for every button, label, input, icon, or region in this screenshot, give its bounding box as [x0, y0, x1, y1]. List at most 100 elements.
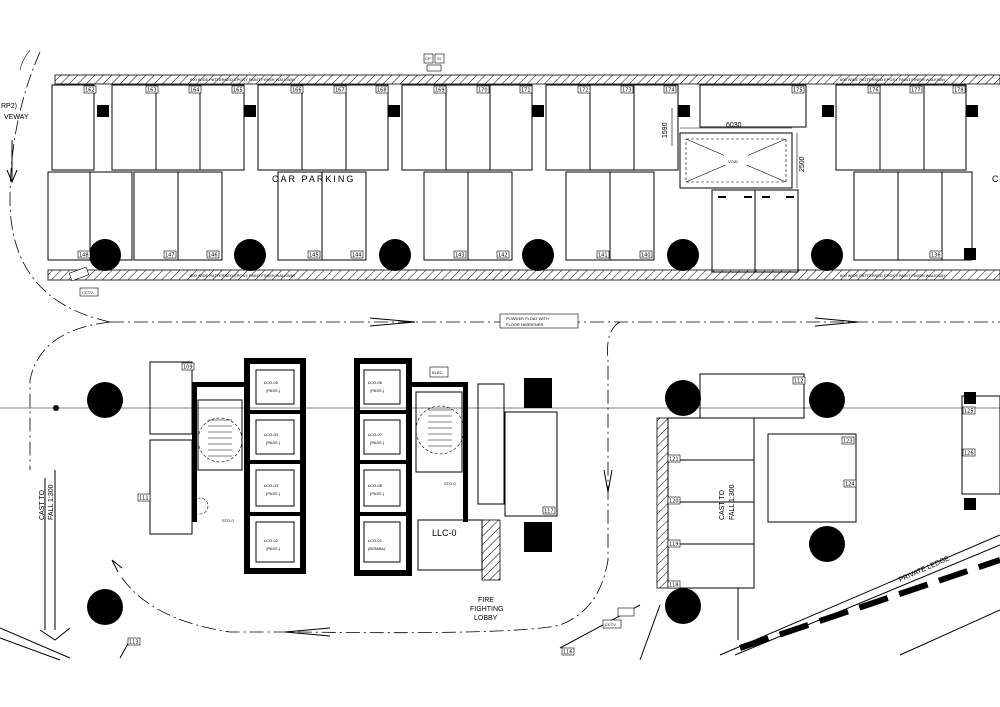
- lift-lco04-id: LCO-04: [264, 432, 279, 437]
- bay-tags-lower: 109 111 112 113 116 117 118 119 120 121 …: [127, 362, 976, 656]
- lift-lco07-type: (PASS.): [370, 440, 385, 445]
- walkway-top-label: 600 WIDE PATTERNED EPOXY PAINT FINISH WA…: [190, 77, 296, 82]
- svg-text:118: 118: [669, 583, 679, 589]
- svg-text:113: 113: [129, 640, 139, 646]
- svg-text:145: 145: [309, 253, 319, 259]
- lift-core-left: [191, 358, 306, 574]
- svg-text:170: 170: [478, 88, 488, 94]
- svg-text:119: 119: [669, 542, 679, 548]
- circulation-route: [29, 317, 1000, 637]
- cctv-right-label: CCTV: [605, 622, 616, 627]
- svg-text:124: 124: [845, 482, 855, 488]
- llc0-label: LLC-0: [432, 528, 457, 538]
- dim-6030: 6030: [726, 122, 742, 129]
- sto-left-label: STO-0: [222, 518, 234, 523]
- svg-text:165: 165: [233, 88, 243, 94]
- bay-markers: [97, 105, 978, 260]
- parking-bays-upper: [51, 84, 967, 171]
- bay-tags-bottom: 148 147 146 145 144 143 142 141 140 136: [77, 250, 943, 259]
- private-ledge: PRIVATE LEDGE: [719, 534, 1000, 656]
- si-tag: SI: [437, 56, 441, 61]
- elec-label: ELEC.: [432, 370, 444, 375]
- svg-text:121: 121: [669, 457, 679, 463]
- svg-text:140: 140: [641, 253, 651, 259]
- cp-si-tags: CP SI: [423, 53, 445, 72]
- lift-lco02-type: (PASS.): [266, 546, 281, 551]
- powder-float-note: POWDER FLOAT WITH FLOOR HARDENER: [499, 313, 579, 329]
- svg-text:144: 144: [352, 253, 362, 259]
- svg-text:172: 172: [579, 88, 589, 94]
- svg-text:111: 111: [139, 496, 149, 502]
- lift-lco05-id: LCO-05: [264, 380, 279, 385]
- lift-lco03-id: LCO-03: [264, 483, 279, 488]
- svg-text:178: 178: [954, 88, 964, 94]
- powder-float-line-2: FLOOR HARDENER: [506, 322, 543, 327]
- bay-tags-top: 162 163 164 165 166 167 168 169 170 171 …: [83, 85, 966, 94]
- svg-text:175: 175: [793, 88, 803, 94]
- svg-text:112: 112: [794, 379, 804, 385]
- svg-text:177: 177: [911, 88, 921, 94]
- lift-lco02-id: LCO-02: [264, 538, 279, 543]
- walkway-bottom: [47, 269, 1000, 281]
- svg-text:141: 141: [598, 253, 608, 259]
- svg-text:109: 109: [183, 365, 193, 371]
- svg-text:123: 123: [843, 439, 853, 445]
- cctv-left: CCTV: [68, 266, 99, 297]
- cast-left-label: CAST TO: [39, 489, 46, 520]
- lift-lco06-type: (PASS.): [370, 388, 385, 393]
- svg-text:120: 120: [669, 499, 679, 505]
- cast-left-label-2: FALL 1:300: [48, 484, 55, 520]
- dim-1590: 1590: [662, 122, 669, 138]
- fire-lobby-line-1: FIRE: [478, 597, 494, 604]
- svg-text:176: 176: [869, 88, 879, 94]
- svg-text:163: 163: [147, 88, 157, 94]
- cast-right-label-2: FALL 1:300: [729, 484, 736, 520]
- fire-lobby-line-2: FIGHTING: [470, 606, 503, 613]
- dim-2500: 2500: [799, 156, 806, 172]
- svg-text:147: 147: [165, 253, 175, 259]
- car-parking-partial: C: [992, 174, 999, 184]
- lift-lco07-id: LCO-07: [368, 432, 383, 437]
- lift-lco06-id: LCO-06: [368, 380, 383, 385]
- svg-text:162: 162: [85, 88, 95, 94]
- columns-lower: [87, 380, 845, 625]
- car-parking-label: CAR PARKING: [272, 174, 355, 184]
- parking-bays-left-lower: [149, 361, 193, 535]
- columns-top: [89, 239, 843, 271]
- svg-text:169: 169: [435, 88, 445, 94]
- hatched-wall-right: [656, 417, 669, 589]
- walkway-top: [54, 74, 1000, 85]
- driveway-label-2: VEWAY: [4, 114, 29, 121]
- lift-lco08-type: (PASS.): [370, 491, 385, 496]
- svg-text:142: 142: [498, 253, 508, 259]
- void-label: VOID: [728, 159, 738, 164]
- lift-lco05-type: (PASS.): [266, 388, 281, 393]
- walkway-bottom-label: 600 WIDE PATTERNED EPOXY PAINT FINISH WA…: [190, 273, 296, 278]
- void-opening: VOID 6030 2500 1590: [662, 108, 806, 273]
- svg-text:126: 126: [964, 451, 974, 457]
- lift-core-right: [354, 358, 558, 581]
- cctv-right: CCTV: [602, 607, 635, 629]
- svg-text:164: 164: [190, 88, 200, 94]
- svg-text:116: 116: [563, 650, 573, 656]
- walkway-top-label-2: 600 WIDE PATTERNED EPOXY PAINT FINISH WA…: [840, 77, 946, 82]
- svg-text:117: 117: [544, 509, 554, 515]
- lift-lco04-type: (PASS.): [266, 440, 281, 445]
- svg-text:125: 125: [964, 409, 974, 415]
- driveway-label-1: RP2): [1, 103, 17, 110]
- svg-text:148: 148: [79, 253, 89, 259]
- svg-text:168: 168: [377, 88, 387, 94]
- lift-lco01-type: (BOMBA): [368, 546, 386, 551]
- svg-text:173: 173: [622, 88, 632, 94]
- cast-to-fall-right: CAST TO FALL 1:300: [719, 484, 739, 640]
- svg-text:167: 167: [335, 88, 345, 94]
- svg-text:143: 143: [455, 253, 465, 259]
- cctv-left-label: CCTV: [82, 290, 93, 295]
- svg-text:166: 166: [292, 88, 302, 94]
- svg-text:146: 146: [208, 253, 218, 259]
- driveway-ramp: RP2) VEWAY: [1, 49, 111, 323]
- powder-float-line-1: POWDER FLOAT WITH: [506, 316, 549, 321]
- cast-right-label: CAST TO: [719, 489, 726, 520]
- lift-lco08-id: LCO-08: [368, 483, 383, 488]
